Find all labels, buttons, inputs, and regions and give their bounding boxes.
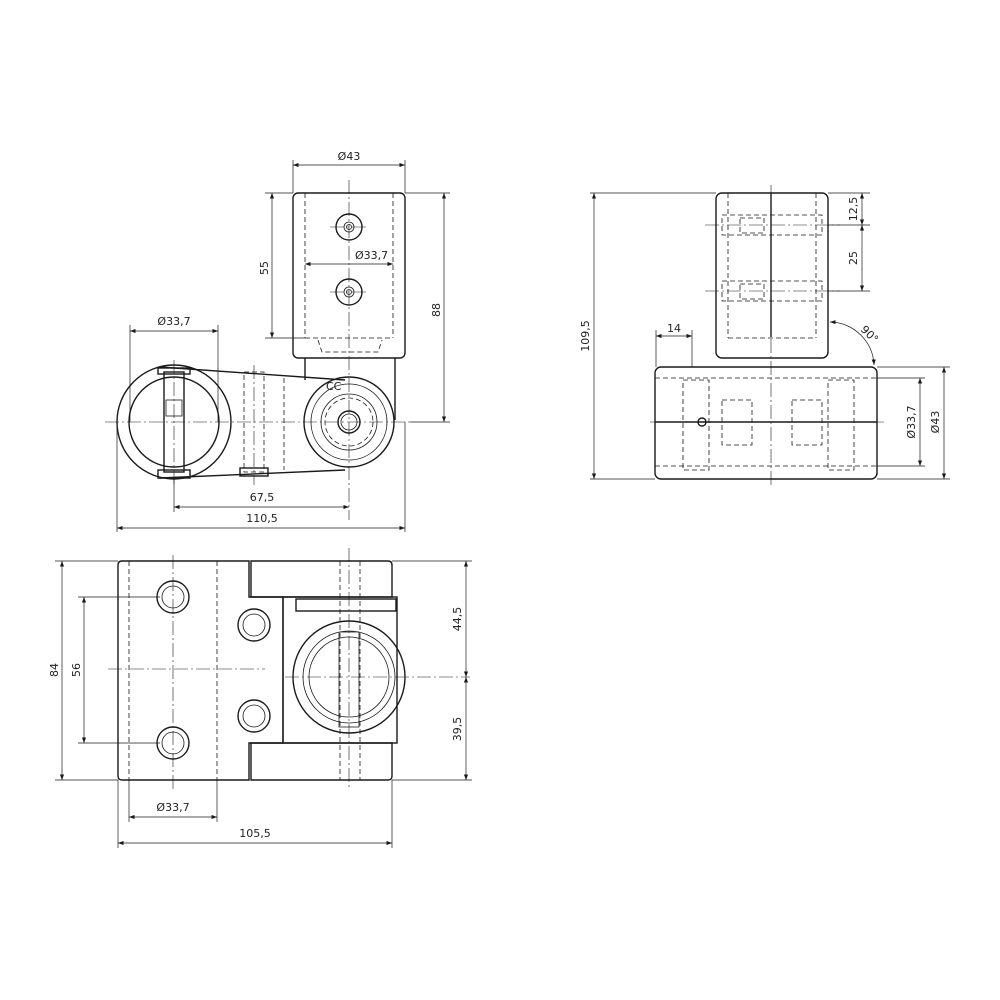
dim-25: 25	[847, 251, 860, 265]
dim-56: 56	[70, 663, 83, 677]
dim-55: 55	[258, 261, 271, 275]
dim-90-deg: 90°	[858, 323, 881, 346]
dim-inner-diameter: Ø33,7	[905, 405, 918, 438]
dim-12-5: 12,5	[847, 197, 860, 222]
dim-84: 84	[48, 663, 61, 677]
top-view: 84 56 44,5 39,5 Ø33,7 105,5	[48, 548, 472, 848]
dim-88: 88	[430, 303, 443, 317]
dim-outer-diameter: Ø43	[929, 411, 942, 434]
dim-105-5: 105,5	[239, 827, 271, 840]
dim-14: 14	[667, 322, 681, 335]
dim-top-diameter: Ø43	[338, 150, 361, 163]
dim-44-5: 44,5	[451, 607, 464, 632]
marking-cc: CC	[326, 380, 342, 393]
dim-39-5: 39,5	[451, 717, 464, 742]
dim-left-diameter: Ø33,7	[157, 315, 190, 328]
side-view: 109,5 14 12,5 25 90° Ø33,7 Ø43	[579, 185, 950, 485]
dim-109-5: 109,5	[579, 320, 592, 352]
dim-110-5: 110,5	[246, 512, 278, 525]
dim-tube-diameter: Ø33,7	[156, 801, 189, 814]
front-view: CC Ø43 Ø33,7 55 88 Ø33,7 67,5 110,5	[105, 150, 450, 532]
dim-67-5: 67,5	[250, 491, 275, 504]
dim-top-inner-diameter: Ø33,7	[355, 249, 388, 262]
